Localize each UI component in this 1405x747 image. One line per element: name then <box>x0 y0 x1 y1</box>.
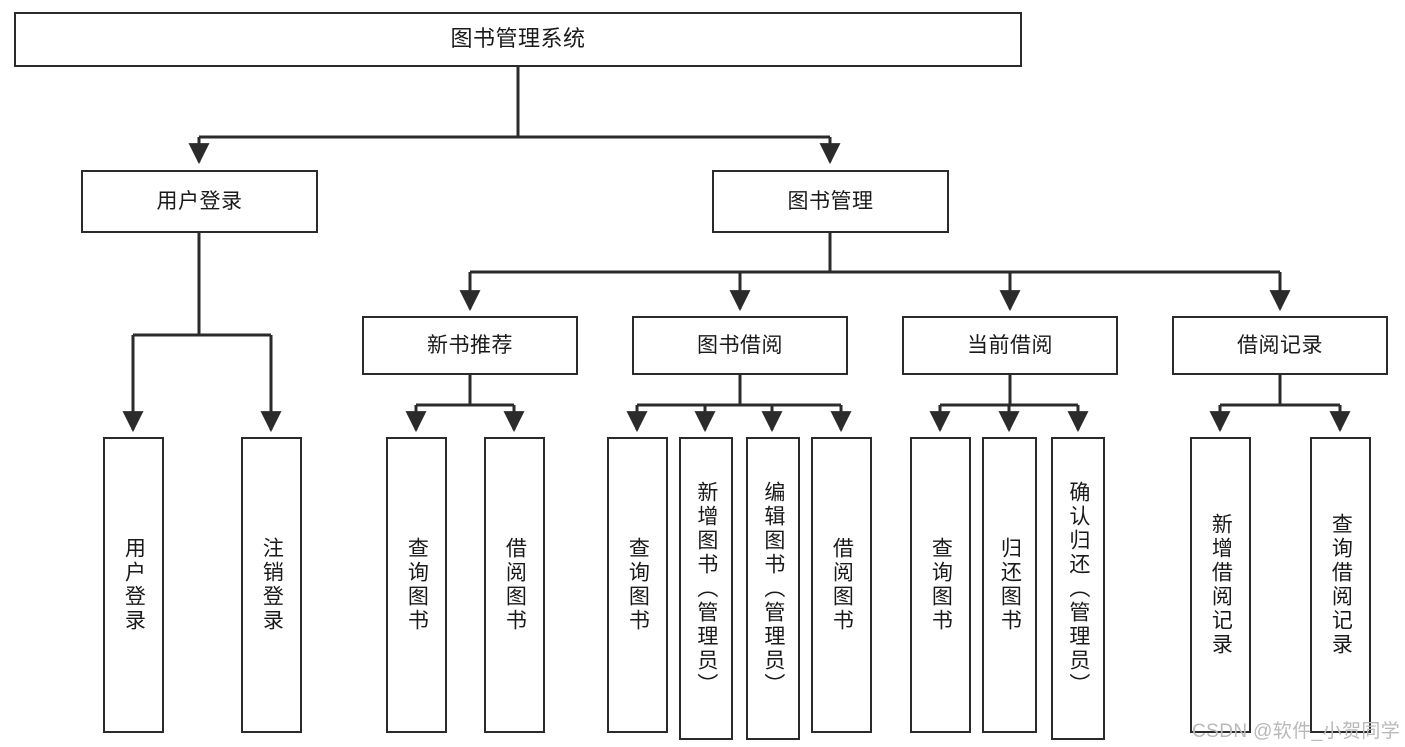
leaf-add-record[interactable]: 新增借阅记录 <box>1190 437 1251 733</box>
node-label: 借阅图书 <box>830 537 854 633</box>
watermark-text: CSDN @软件_小贺同学 <box>1192 721 1401 742</box>
leaf-confirm-return[interactable]: 确认归还（管理员） <box>1051 437 1105 740</box>
node-label: 查询图书 <box>626 537 650 633</box>
leaf-borrow-book-1[interactable]: 借阅图书 <box>484 437 545 733</box>
node-label: 查询借阅记录 <box>1329 513 1353 657</box>
node-label: 新增图书（管理员） <box>694 480 718 697</box>
node-label: 查询图书 <box>405 537 429 633</box>
node-label: 查询图书 <box>929 537 953 633</box>
node-label: 图书管理 <box>787 189 874 213</box>
node-label: 当前借阅 <box>967 333 1053 357</box>
leaf-logout-login[interactable]: 注销登录 <box>241 437 302 733</box>
node-current-borrow[interactable]: 当前借阅 <box>902 316 1118 375</box>
node-book-borrow[interactable]: 图书借阅 <box>632 316 848 375</box>
node-label: 用户登录 <box>122 537 146 633</box>
csdn-watermark: CSDN @软件_小贺同学 <box>1192 716 1400 743</box>
leaf-borrow-book-2[interactable]: 借阅图书 <box>811 437 872 733</box>
node-book-manage[interactable]: 图书管理 <box>712 170 949 233</box>
leaf-add-book[interactable]: 新增图书（管理员） <box>679 437 733 740</box>
node-label: 用户登录 <box>156 189 243 213</box>
node-label: 图书管理系统 <box>450 26 586 52</box>
node-label: 借阅图书 <box>503 537 527 633</box>
leaf-edit-book[interactable]: 编辑图书（管理员） <box>746 437 800 740</box>
node-label: 新增借阅记录 <box>1209 513 1233 657</box>
leaf-user-login[interactable]: 用户登录 <box>103 437 164 733</box>
node-label: 新书推荐 <box>427 333 513 357</box>
node-borrow-record[interactable]: 借阅记录 <box>1172 316 1388 375</box>
node-user-login[interactable]: 用户登录 <box>81 170 318 233</box>
node-label: 归还图书 <box>998 537 1022 633</box>
node-new-book-recommend[interactable]: 新书推荐 <box>362 316 578 375</box>
node-label: 图书借阅 <box>697 333 783 357</box>
node-root-system[interactable]: 图书管理系统 <box>14 12 1022 67</box>
node-label: 借阅记录 <box>1237 333 1323 357</box>
leaf-query-book-1[interactable]: 查询图书 <box>386 437 447 733</box>
leaf-query-record[interactable]: 查询借阅记录 <box>1310 437 1371 733</box>
leaf-return-book[interactable]: 归还图书 <box>982 437 1037 733</box>
node-label: 确认归还（管理员） <box>1066 480 1090 697</box>
node-label: 编辑图书（管理员） <box>761 480 785 697</box>
node-label: 注销登录 <box>260 537 284 633</box>
leaf-query-book-2[interactable]: 查询图书 <box>607 437 668 733</box>
leaf-query-book-3[interactable]: 查询图书 <box>910 437 971 733</box>
